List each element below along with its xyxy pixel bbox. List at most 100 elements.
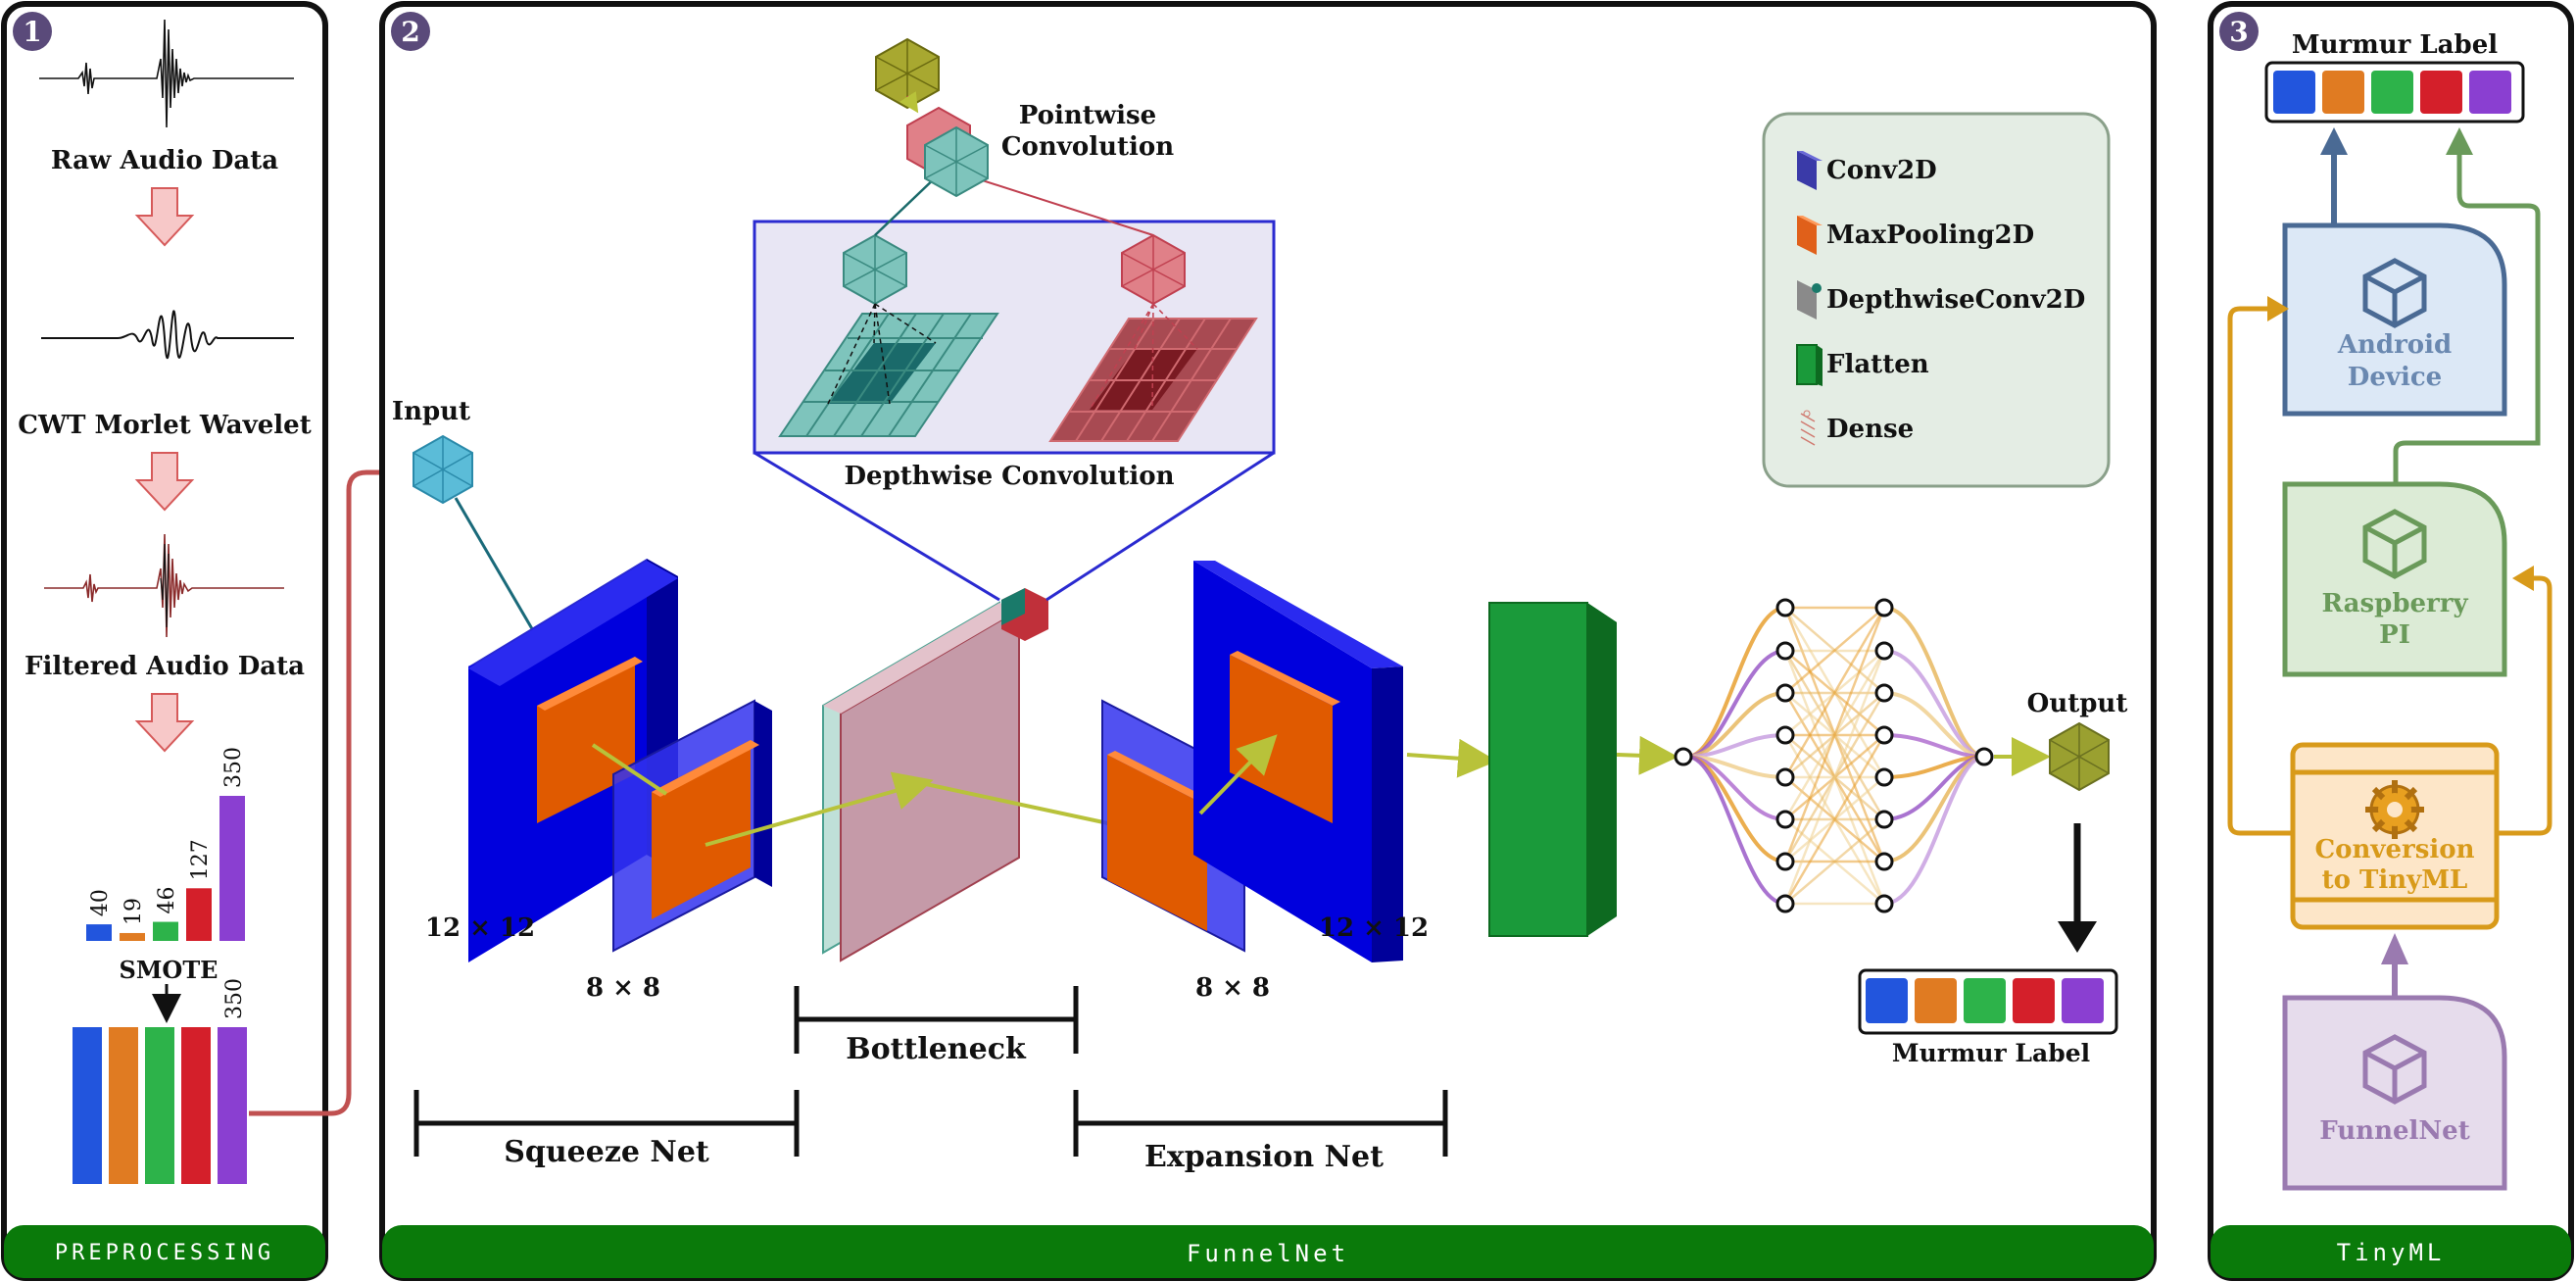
panel-badge-2 [391,12,430,51]
flatten-block [1488,602,1617,937]
raw-audio-label: Raw Audio Data [51,146,278,175]
preprocessing-to-input-connector [249,469,397,1116]
output-label: Output [2027,689,2128,718]
android-device-node: Android Device [2282,222,2507,417]
smote-before-value: 127 [188,839,213,880]
dense-neuron [1874,852,1894,871]
panel-number-2: 2 [401,16,419,48]
legend-items: Conv2D MaxPooling2D DepthwiseConv2D Flatten… [1796,151,2085,446]
murmur-class-chip [1964,978,2006,1023]
dense-edge [1783,734,1886,905]
funnelnet-footer [382,1225,2154,1278]
output-down-arrow [2058,921,2097,953]
maxpool-small-right [1107,755,1207,931]
dense-neuron [1775,852,1795,871]
down-arrow-2 [134,452,195,512]
bottleneck-bracket [794,986,1079,1054]
smote-after-value: 350 [222,978,247,1019]
conversion-node: Conversion to TinyML [2290,742,2500,930]
smote-after-bar [218,1027,247,1184]
dense-layers [1674,598,1994,913]
dense-neuron [1874,598,1894,617]
smote-before-bar [186,888,212,941]
legend-item-label: DepthwiseConv2D [1826,285,2085,315]
dense-neuron [1874,810,1894,829]
smote-after-bar [109,1027,138,1184]
smote-before-value: 350 [221,747,246,788]
dense-edge [1783,607,1886,863]
dense-edge [1784,607,1885,694]
gear-icon [2365,780,2424,839]
raw-audio-waveform [39,19,294,128]
smote-bars-after: 350 [73,978,247,1184]
conversion-label-line1: Conversion [2314,835,2474,864]
funnelnet-panel: 2 Input 12 × 12 8 × 8 [379,1,2157,1281]
pointwise-label-line2: Convolution [1001,132,1174,162]
conv2d-icon [1797,151,1823,190]
murmur-class-chip [2013,978,2055,1023]
down-arrow-1 [134,187,195,247]
dense-edge [1686,755,1786,906]
size-8-left: 8 × 8 [586,973,660,1003]
dense-neuron [1874,767,1894,787]
cube-icon-funnelnet [2362,1034,2427,1105]
murmur-class-chip [1915,978,1957,1023]
depthwise-label: Depthwise Convolution [845,462,1175,491]
murmur-class-chip [2469,71,2511,114]
dense-icon [1800,410,1816,446]
legend-item-label: MaxPooling2D [1826,221,2034,250]
cwt-label: CWT Morlet Wavelet [18,411,311,440]
squeeze-bracket [413,1090,800,1157]
murmur-class-chip [2062,978,2104,1023]
dense-edge [1784,818,1885,905]
dense-neuron [1874,683,1894,703]
murmur-label-output: Murmur Label [1892,1039,2090,1067]
smote-after-bar [181,1027,211,1184]
expansion-bracket [1073,1090,1448,1157]
conversion-label-line2: to TinyML [2322,865,2468,895]
smote-before-value: 19 [122,898,146,925]
smote-before-bar [120,932,145,941]
smote-before-value: 40 [88,889,113,916]
dense-neuron [1775,725,1795,745]
squeeze-label: Squeeze Net [504,1135,709,1169]
depthwise-teal-grid [778,233,999,437]
android-label-line2: Device [2348,363,2442,392]
funnelnet-footer-label: FunnelNet [1187,1240,1349,1267]
murmur-class-chip [2273,71,2315,114]
murmur-class-chip [2322,71,2364,114]
smote-after-bar [73,1027,102,1184]
smote-label: SMOTE [120,956,219,984]
legend-item-label: Flatten [1826,350,1929,379]
legend-item-label: Dense [1826,415,1914,444]
murmur-class-chip [2371,71,2413,114]
dense-edge [1783,650,1886,905]
dense-neuron [1775,598,1795,617]
size-8-right: 8 × 8 [1195,973,1270,1003]
depthwise-red-grid [1048,233,1258,442]
cube-icon-android [2362,258,2427,328]
murmur-class-chip [2420,71,2462,114]
input-label: Input [392,397,470,426]
dense-neuron [1775,810,1795,829]
size-12-right: 12 × 12 [1319,913,1429,943]
dense-neuron [1775,641,1795,661]
smote-before-bar [153,921,178,941]
dense-neuron [1775,767,1795,787]
dense-neuron [1874,641,1894,661]
smote-before-bar [219,796,245,941]
down-arrow-3 [134,693,195,753]
panel-number-1: 1 [23,16,41,48]
android-label-line1: Android [2337,330,2452,360]
flatten-icon [1796,344,1823,386]
murmur-label-tinyml: Murmur Label [2292,30,2498,60]
funnelnet-node-label: FunnelNet [2319,1116,2469,1146]
legend-item-label: Conv2D [1826,156,1937,185]
dense-neuron [1874,725,1894,745]
dense-neuron [1874,894,1894,913]
panel-badge-1 [13,12,52,51]
size-12-left: 12 × 12 [425,913,535,943]
preprocessing-footer [4,1225,325,1278]
